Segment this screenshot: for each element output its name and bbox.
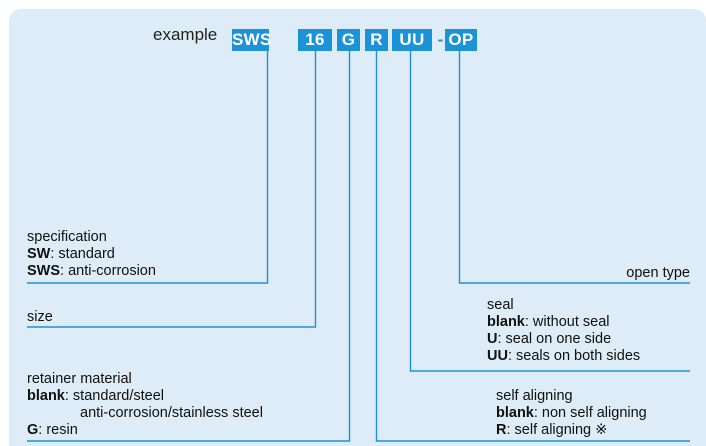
spec-desc: : anti-corrosion	[60, 263, 156, 279]
seal-item: blank: without seal	[487, 314, 610, 330]
code-box-16: 16	[298, 29, 332, 51]
seal-title: seal	[487, 297, 514, 313]
self-aligning-title: self aligning	[496, 388, 573, 404]
retainer-key: blank	[27, 388, 65, 404]
retainer-item: G: resin	[27, 422, 78, 438]
seal-desc: : seal on one side	[497, 331, 612, 347]
retainer-key: G	[27, 422, 39, 438]
seal-key: blank	[487, 314, 525, 330]
seal-key: U	[487, 331, 498, 347]
code-box-op: OP	[445, 29, 477, 51]
seal-item: UU: seals on both sides	[487, 348, 640, 364]
self-aligning-item: blank: non self aligning	[496, 405, 647, 421]
code-box-uu: UU	[392, 29, 432, 51]
specification-title: specification	[27, 229, 107, 245]
seal-item: U: seal on one side	[487, 331, 611, 347]
spec-key: SWS	[27, 263, 61, 279]
size-title: size	[27, 309, 53, 325]
diagram-panel	[9, 9, 706, 446]
example-label: example	[153, 25, 218, 44]
code-box-r: R	[365, 29, 388, 51]
self-aligning-desc: : self aligning ※	[506, 422, 608, 438]
retainer-desc: : resin	[38, 422, 78, 438]
self-aligning-key: R	[496, 422, 507, 438]
open-type-title: open type	[626, 265, 690, 281]
self-aligning-desc: : non self aligning	[533, 405, 647, 421]
seal-desc: : seals on both sides	[507, 348, 641, 364]
seal-desc: : without seal	[524, 314, 610, 330]
self-aligning-item: R: self aligning ※	[496, 422, 607, 438]
specification-item: SW: standard	[27, 246, 115, 262]
retainer-desc: anti-corrosion/stainless steel	[80, 405, 263, 421]
retainer-desc: : standard/steel	[64, 388, 165, 404]
code-box-g: G	[337, 29, 360, 51]
spec-key: SW	[27, 246, 51, 262]
retainer-item: anti-corrosion/stainless steel	[80, 405, 263, 421]
code-box-sws: SWS	[232, 29, 272, 51]
self-aligning-key: blank	[496, 405, 534, 421]
code-separator: -	[437, 30, 444, 49]
spec-desc: : standard	[50, 246, 115, 262]
retainer-title: retainer material	[27, 371, 132, 387]
retainer-item: blank: standard/steel	[27, 388, 164, 404]
specification-item: SWS: anti-corrosion	[27, 263, 156, 279]
seal-key: UU	[487, 348, 508, 364]
